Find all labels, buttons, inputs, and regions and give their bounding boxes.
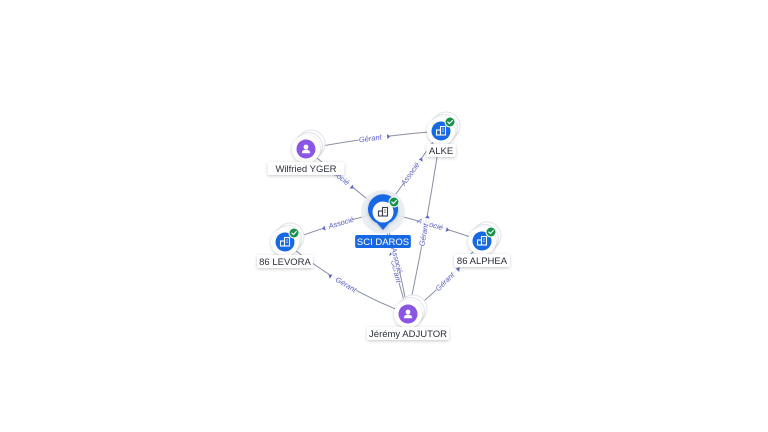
edge-line xyxy=(284,241,409,315)
direction-arrow-icon xyxy=(322,225,326,231)
direction-arrow-icon xyxy=(386,134,391,140)
node-label: 86 LEVORA xyxy=(257,255,313,268)
direction-arrow-icon xyxy=(455,268,460,272)
node-jeremy[interactable]: Jérémy ADJUTOR xyxy=(366,294,450,340)
svg-text:ALKE: ALKE xyxy=(429,146,453,157)
direction-arrow-icon xyxy=(445,227,450,232)
svg-text:Wilfried YGER: Wilfried YGER xyxy=(275,164,336,175)
svg-text:86 ALPHEA: 86 ALPHEA xyxy=(457,256,508,267)
edge-label: Gérant xyxy=(358,132,383,144)
verified-check-icon xyxy=(388,196,400,208)
node-label: 86 ALPHEA xyxy=(454,254,510,267)
edge-wilfried-alke: Gérant xyxy=(305,130,442,150)
node-label: Jérémy ADJUTOR xyxy=(366,327,450,340)
verified-check-icon xyxy=(288,227,300,239)
node-label: ALKE xyxy=(426,144,456,157)
node-alke[interactable]: ALKE xyxy=(426,111,461,157)
node-levora[interactable]: 86 LEVORA xyxy=(257,222,313,268)
node-label: Wilfried YGER xyxy=(267,162,345,175)
direction-arrow-icon xyxy=(418,157,423,162)
svg-text:SCI DAROS: SCI DAROS xyxy=(357,237,409,248)
direction-arrow-icon xyxy=(424,215,430,219)
svg-text:86 LEVORA: 86 LEVORA xyxy=(259,257,311,268)
edge-label: Gérant xyxy=(417,222,430,247)
svg-text:Jérémy ADJUTOR: Jérémy ADJUTOR xyxy=(369,329,447,340)
verified-check-icon xyxy=(485,226,497,238)
edge-label: Associé xyxy=(398,161,421,188)
edge-jeremy-levora: Gérant xyxy=(284,241,409,315)
node-label: SCI DAROS xyxy=(355,235,411,248)
node-sci[interactable]: SCI DAROS xyxy=(355,190,411,248)
direction-arrow-icon xyxy=(328,274,333,279)
edge-label: Associé xyxy=(326,215,355,231)
node-alphea[interactable]: 86 ALPHEA xyxy=(454,221,510,267)
node-wilfried[interactable]: Wilfried YGER xyxy=(267,129,345,175)
direction-arrow-icon xyxy=(349,184,354,189)
verified-check-icon xyxy=(444,116,456,128)
